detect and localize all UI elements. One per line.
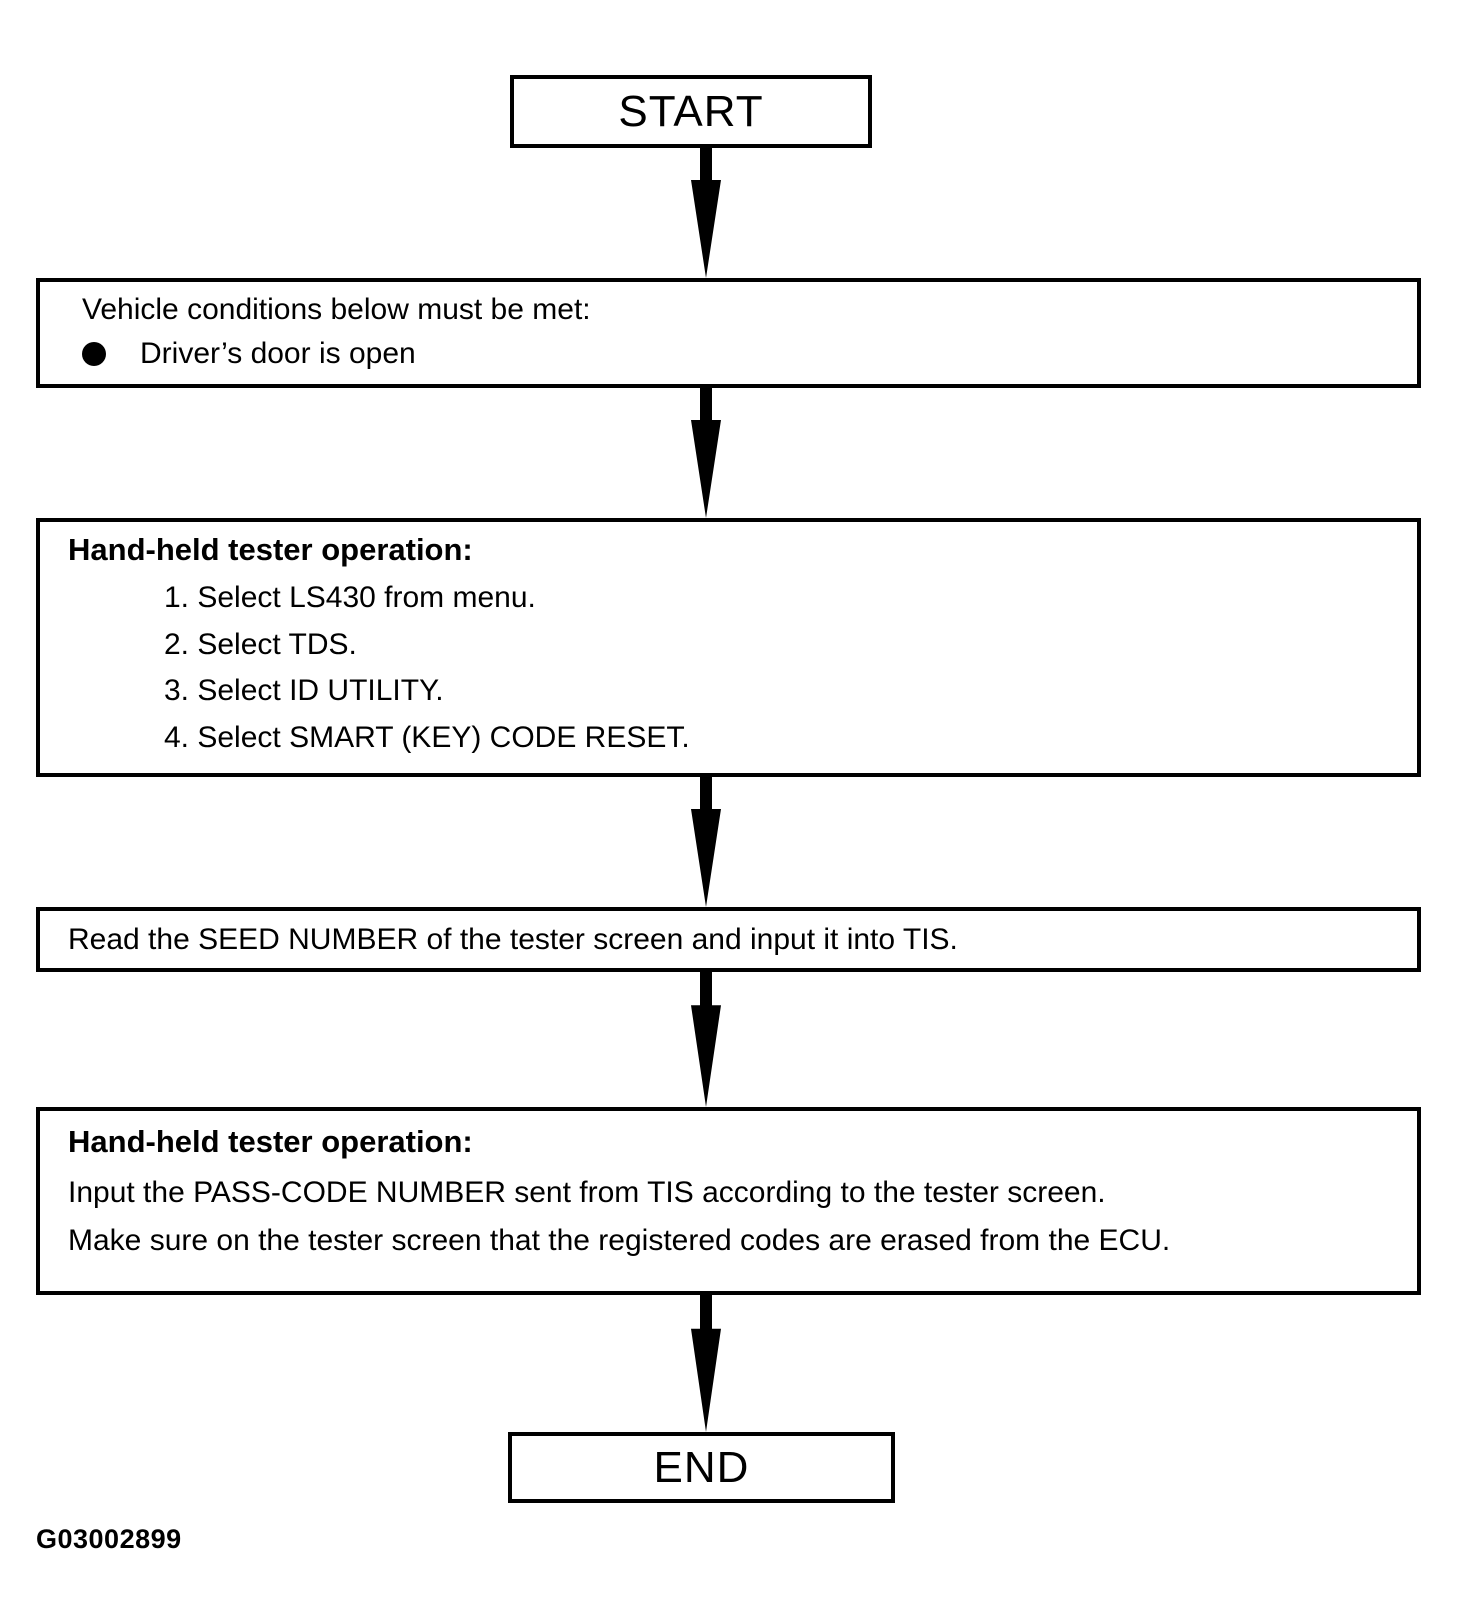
tester-operation-2-heading: Hand-held tester operation: (68, 1124, 473, 1159)
vehicle-conditions-title: Vehicle conditions below must be met: (82, 293, 591, 326)
tester-operation-2-node: Hand-held tester operation: Input the PA… (36, 1107, 1421, 1295)
start-node-label: START (618, 86, 764, 136)
vehicle-condition-item: Driver’s door is open (82, 332, 1397, 376)
down-arrow-icon (691, 1295, 721, 1432)
tester-operation-1-heading: Hand-held tester operation: (68, 532, 473, 567)
end-node-label: END (653, 1442, 750, 1492)
vehicle-conditions-node: Vehicle conditions below must be met: Dr… (36, 278, 1421, 388)
seed-number-node: Read the SEED NUMBER of the tester scree… (36, 907, 1421, 972)
down-arrow-icon (691, 972, 721, 1107)
down-arrow-icon (691, 148, 721, 278)
tester-operation-1-steps: 1. Select LS430 from menu. 2. Select TDS… (68, 575, 1397, 761)
start-node: START (510, 75, 872, 148)
down-arrow-icon (691, 388, 721, 518)
seed-number-text: Read the SEED NUMBER of the tester scree… (68, 922, 958, 956)
down-arrow-icon (691, 777, 721, 907)
end-node: END (508, 1432, 895, 1503)
tester-operation-2-line: Input the PASS-CODE NUMBER sent from TIS… (68, 1176, 1106, 1209)
step-item: 3. Select ID UTILITY. (164, 674, 444, 707)
vehicle-condition-text: Driver’s door is open (140, 337, 416, 370)
step-item: 4. Select SMART (KEY) CODE RESET. (164, 720, 690, 754)
figure-code: G03002899 (36, 1524, 182, 1554)
step-item: 2. Select TDS. (164, 627, 357, 661)
step-item: 1. Select LS430 from menu. (164, 581, 536, 614)
bullet-icon (82, 342, 106, 366)
tester-operation-1-node: Hand-held tester operation: 1. Select LS… (36, 518, 1421, 777)
tester-operation-2-line: Make sure on the tester screen that the … (68, 1224, 1171, 1257)
